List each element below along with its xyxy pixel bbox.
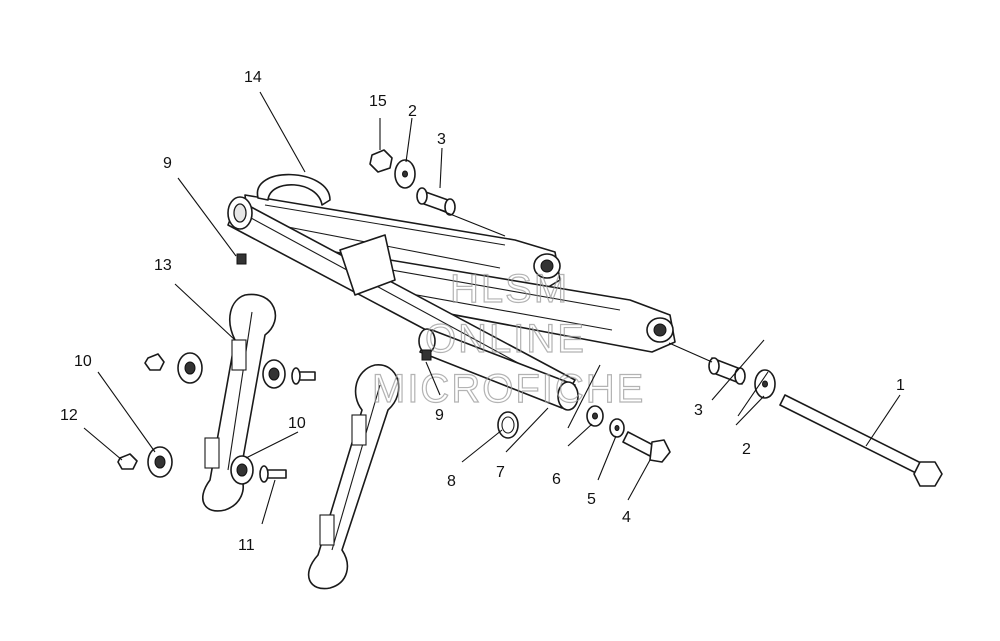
callout-6: 6 xyxy=(552,471,561,488)
callout-3-upper: 3 xyxy=(437,131,446,148)
leader-lines xyxy=(83,91,901,525)
callout-2-lower: 2 xyxy=(742,441,751,458)
callout-8: 8 xyxy=(447,473,456,490)
callout-5: 5 xyxy=(587,491,596,508)
callout-11: 11 xyxy=(238,537,255,554)
callout-14: 14 xyxy=(244,69,262,86)
callout-15: 15 xyxy=(369,93,387,110)
link-arm-rear xyxy=(307,364,400,590)
callouts: 14 15 2 3 9 13 10 12 10 11 9 8 7 6 5 4 3… xyxy=(60,69,905,554)
callout-9-lower: 9 xyxy=(435,407,444,424)
watermark-line-3: MICROFICHE xyxy=(372,367,645,411)
callout-7: 7 xyxy=(496,464,505,481)
callout-2-upper: 2 xyxy=(408,103,417,120)
callout-10-left: 10 xyxy=(74,353,92,370)
link-arm-front xyxy=(202,293,277,512)
watermark-line-2: ONLINE xyxy=(425,317,586,361)
callout-3-lower: 3 xyxy=(694,402,703,419)
hardware xyxy=(117,149,943,487)
callout-12: 12 xyxy=(60,407,78,424)
swing-arm-assembly xyxy=(227,173,676,411)
callout-9-upper: 9 xyxy=(163,155,172,172)
watermark-line-1: HLSM xyxy=(450,267,569,311)
callout-1: 1 xyxy=(896,377,905,394)
callout-10-right: 10 xyxy=(288,415,306,432)
watermark: HLSM ONLINE MICROFICHE xyxy=(371,266,645,411)
callout-13: 13 xyxy=(154,257,172,274)
callout-4: 4 xyxy=(622,509,631,526)
